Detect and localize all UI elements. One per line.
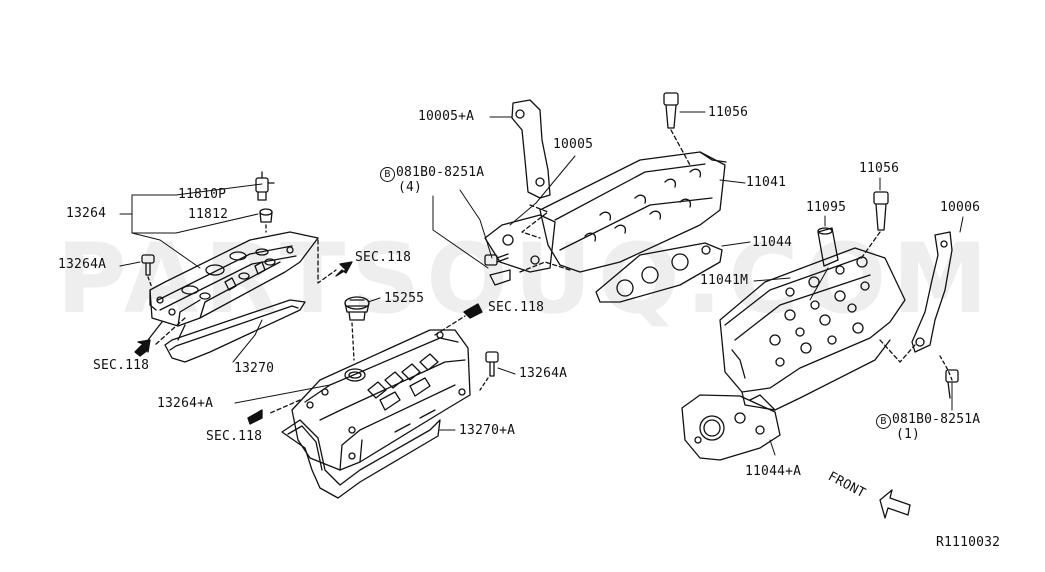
bolt-code: 081B0-8251A [396,165,485,180]
label-10006[interactable]: 10006 [940,200,981,215]
pcv-valve-11810P[interactable] [255,171,275,201]
bracket-connection [519,204,571,273]
gasket-11044A[interactable] [681,394,781,461]
label-bolt-qty-4: (4) [398,180,423,195]
gasket-13270[interactable] [164,299,306,363]
oil-filler-cap-15255[interactable] [344,296,381,361]
label-11041[interactable]: 11041 [746,175,787,190]
label-sec118-c[interactable]: SEC.118 [93,358,150,373]
sec118-arrow-b[interactable] [434,303,483,336]
bolt-081B0-8251A-1[interactable] [939,355,959,411]
bracket-10005A[interactable] [489,99,551,199]
label-13264[interactable]: 13264 [66,206,107,221]
label-11056-top[interactable]: 11056 [708,105,749,120]
sec118-arrow-c[interactable] [134,317,186,357]
label-11044pA[interactable]: 11044+A [745,464,802,479]
label-sec118-b[interactable]: SEC.118 [488,300,545,315]
diagram-code: R1110032 [936,535,1001,550]
label-11041M[interactable]: 11041M [700,273,749,288]
bolt-11056-right[interactable] [859,177,889,261]
label-11095[interactable]: 11095 [806,200,847,215]
bracket-10006[interactable] [911,216,964,353]
label-sec118-a[interactable]: SEC.118 [355,250,412,265]
dowel-11095[interactable] [809,215,839,301]
label-13264pA[interactable]: 13264+A [157,396,214,411]
label-13270pA[interactable]: 13270+A [459,423,516,438]
label-11044[interactable]: 11044 [752,235,793,250]
bolt-code: 081B0-8251A [892,412,981,427]
bolt-11056-top[interactable] [663,92,706,166]
label-sec118-d[interactable]: SEC.118 [206,429,263,444]
gasket-11044[interactable] [595,241,751,303]
rocker-cover-right[interactable] [291,329,471,471]
label-13264A-left[interactable]: 13264A [58,257,107,272]
bracket-10006-connection [879,339,916,363]
cylinder-head-11041M[interactable] [719,247,906,411]
label-11056-right[interactable]: 11056 [859,161,900,176]
label-11810P[interactable]: 11810P [178,187,227,202]
bolt-13264A-left[interactable] [141,254,155,289]
label-13270[interactable]: 13270 [234,361,275,376]
grommet-11812[interactable] [259,208,273,233]
label-bolt-qty-1: (1) [896,427,921,442]
label-10005pA[interactable]: 10005+A [418,109,475,124]
label-10005[interactable]: 10005 [553,137,594,152]
label-11812[interactable]: 11812 [188,207,229,222]
bolt-081B0-8251A-4[interactable] [432,189,511,286]
label-13264A-right[interactable]: 13264A [519,366,568,381]
sec118-arrow-a[interactable] [317,239,353,284]
bolt-marker-icon: B [876,414,891,429]
cylinder-head-11041[interactable] [539,151,746,273]
bolt-13264A-right[interactable] [479,351,516,391]
leader-lines-left [119,183,263,363]
leader-lines-center [234,384,456,431]
front-arrow-icon [879,489,911,519]
label-15255[interactable]: 15255 [384,291,425,306]
bolt-marker-icon: B [380,167,395,182]
bracket-10005[interactable] [484,155,576,273]
sec118-arrow-d[interactable] [247,399,301,425]
gasket-13270A[interactable] [281,419,441,499]
leader-11041M [753,277,791,282]
rocker-cover-left[interactable] [147,231,319,341]
